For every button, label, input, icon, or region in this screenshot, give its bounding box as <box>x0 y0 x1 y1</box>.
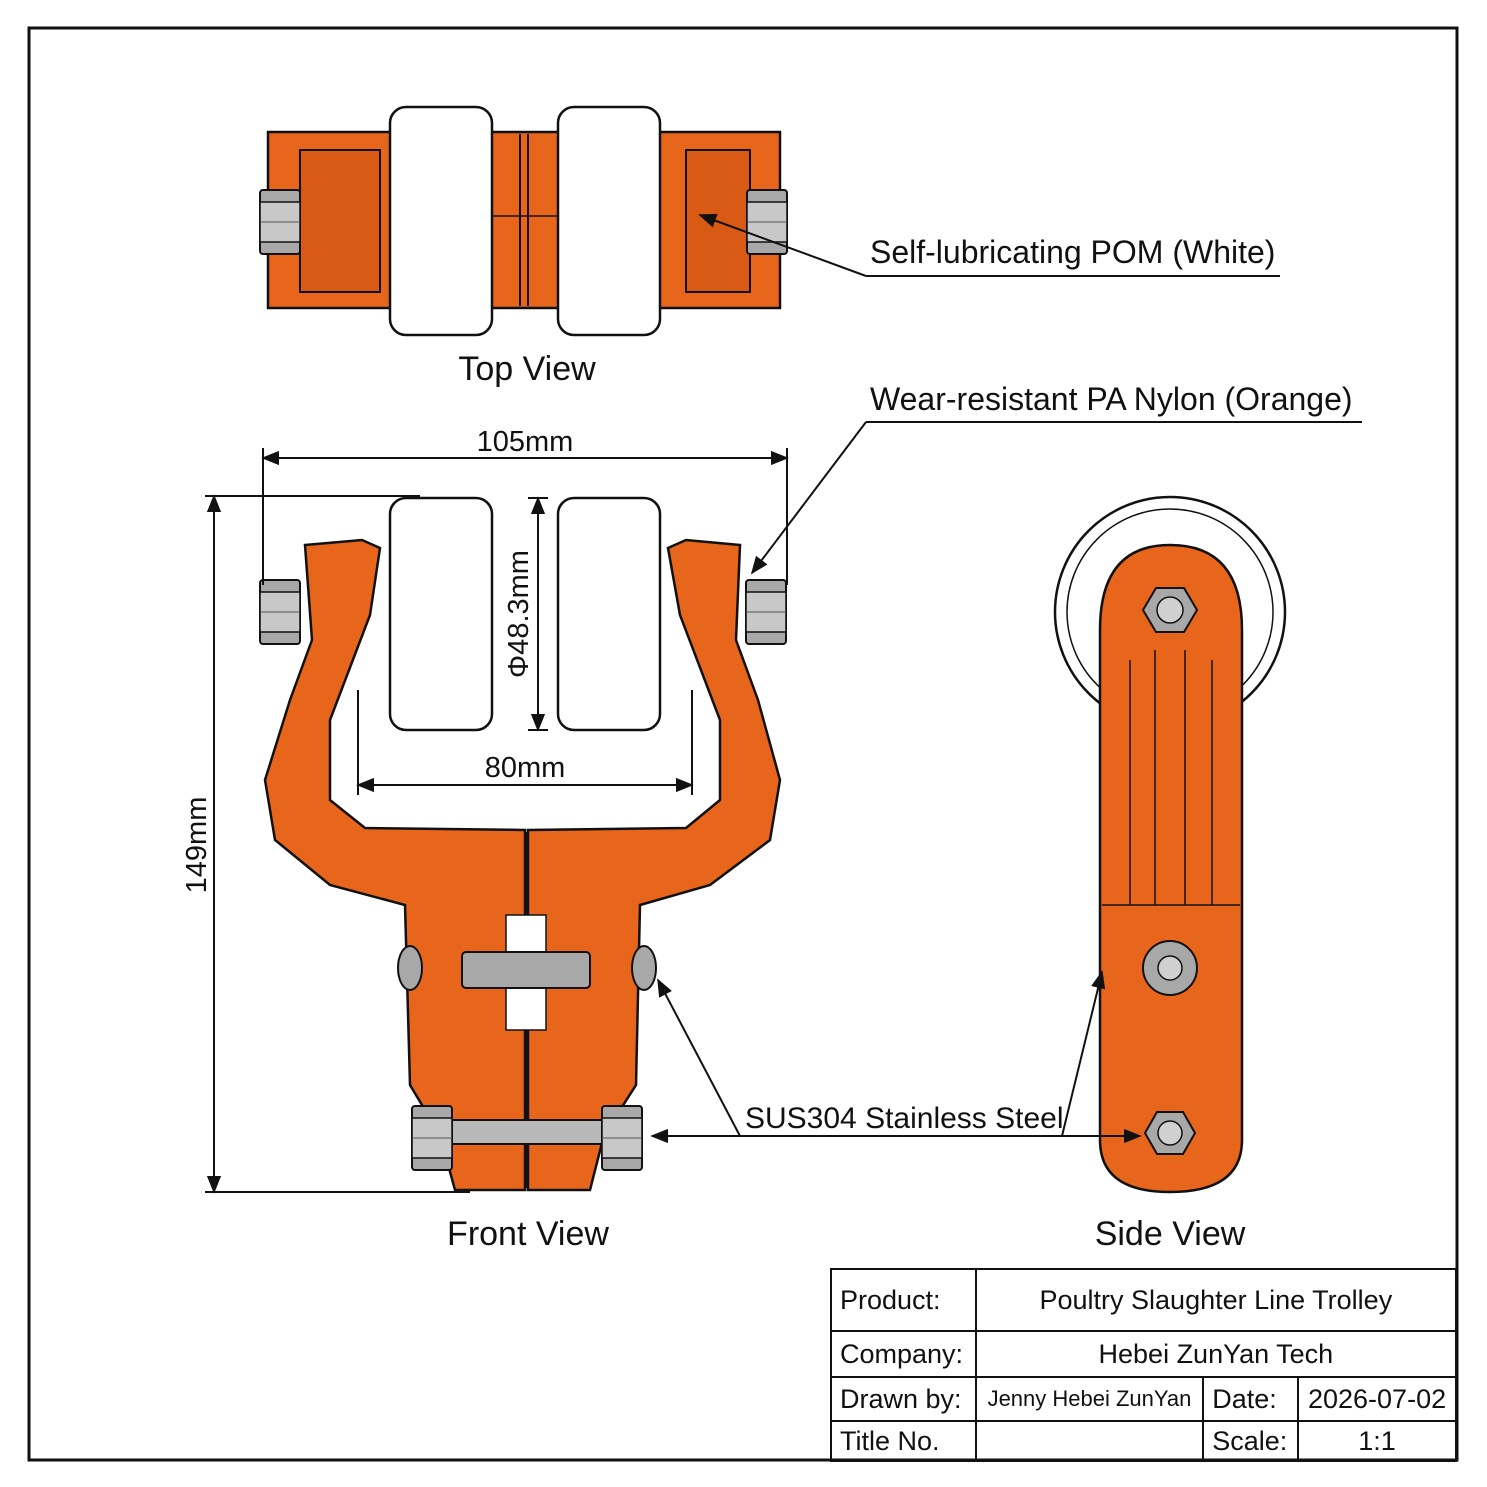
title-block-row-drawn: Drawn by: Jenny Hebei ZunYan Date: 2026-… <box>830 1376 1457 1422</box>
scale-label: Scale: <box>1202 1420 1300 1462</box>
title-block-row-company: Company: Hebei ZunYan Tech <box>830 1330 1458 1378</box>
scale-value: 1:1 <box>1297 1420 1457 1462</box>
product-label: Product: <box>830 1268 977 1332</box>
dimension-lines <box>205 448 789 1194</box>
top-roller-right <box>556 105 662 337</box>
callout-pom: Self-lubricating POM (White) <box>870 234 1275 270</box>
date-label: Date: <box>1202 1376 1300 1422</box>
title-no-value <box>974 1420 1205 1462</box>
title-block-row-title: Title No. Scale: 1:1 <box>830 1420 1457 1462</box>
front-view-label: Front View <box>447 1215 609 1253</box>
side-view-label: Side View <box>1095 1215 1246 1253</box>
top-view-label: Top View <box>458 350 596 388</box>
company-value: Hebei ZunYan Tech <box>974 1330 1458 1378</box>
drawing-border <box>27 26 1459 1462</box>
drawn-by-value: Jenny Hebei ZunYan <box>974 1376 1205 1422</box>
title-block-row-product: Product: Poultry Slaughter Line Trolley <box>830 1268 1458 1332</box>
title-block: Product: Poultry Slaughter Line Trolley … <box>830 1268 1458 1462</box>
front-roller-left <box>388 496 494 732</box>
dim-width-label: 105mm <box>477 426 574 458</box>
front-view-drawing <box>259 496 787 1192</box>
product-value: Poultry Slaughter Line Trolley <box>974 1268 1458 1332</box>
company-label: Company: <box>830 1330 977 1378</box>
drawn-by-label: Drawn by: <box>830 1376 977 1422</box>
title-no-label: Title No. <box>830 1420 977 1462</box>
dim-diameter-label: Φ48.3mm <box>503 550 535 678</box>
dim-inner-label: 80mm <box>485 752 566 784</box>
front-roller-right <box>556 496 662 732</box>
side-view-drawing <box>1053 495 1287 1194</box>
front-pin-plate <box>461 951 591 989</box>
dim-height-label: 149mm <box>181 797 213 894</box>
callout-nylon: Wear-resistant PA Nylon (Orange) <box>870 381 1353 417</box>
callout-steel: SUS304 Stainless Steel <box>745 1102 1064 1135</box>
top-view-drawing <box>259 105 788 337</box>
leader-lines <box>650 213 1362 1144</box>
date-value: 2026-07-02 <box>1297 1376 1457 1422</box>
top-roller-left <box>388 105 494 337</box>
